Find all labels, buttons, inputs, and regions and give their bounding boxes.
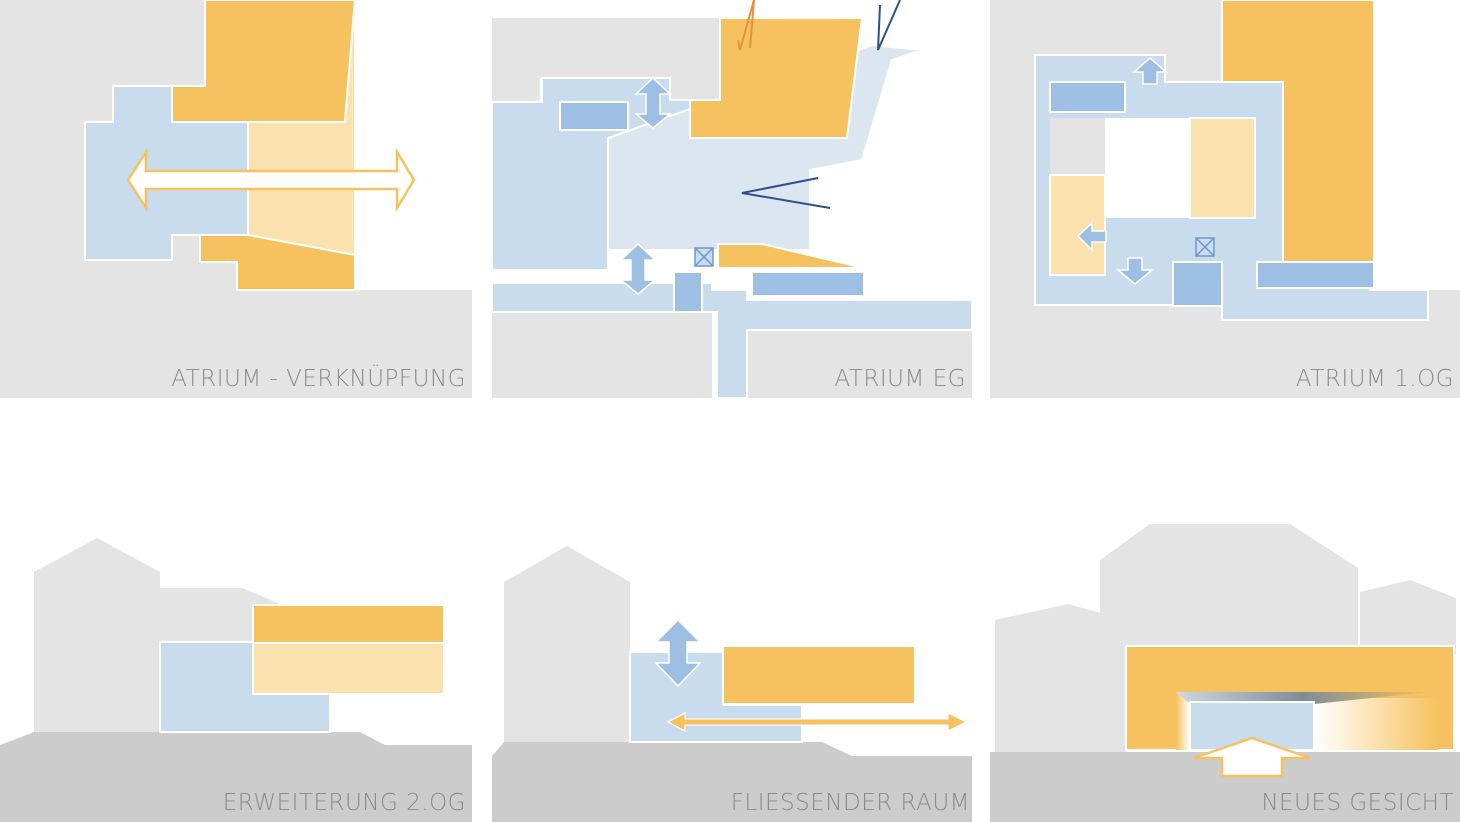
arrow-down-icon <box>1115 257 1155 285</box>
arrow-up-icon <box>1132 57 1168 85</box>
elevator-icon <box>694 247 714 267</box>
panel-label: ERWEITERUNG 2.OG <box>222 790 466 816</box>
panel-atrium-1og: ATRIUM 1.OG <box>990 0 1460 398</box>
panel-atrium-eg: ATRIUM EG <box>492 0 972 398</box>
panel-atrium-verknuepfung: ATRIUM - VERKNÜPFUNG <box>0 0 472 398</box>
elevator-icon <box>1195 237 1215 257</box>
diagram-atrium-1og <box>990 0 1460 398</box>
updown-arrow-icon <box>633 76 673 129</box>
view-cone-icon <box>877 0 901 51</box>
diagram-neues-gesicht <box>990 524 1460 822</box>
panel-neues-gesicht: NEUES GESICHT <box>990 520 1460 822</box>
view-cone-icon <box>741 177 831 209</box>
updown-arrow-icon <box>654 618 702 688</box>
panel-label: NEUES GESICHT <box>1261 790 1454 816</box>
diagram-atrium-eg <box>492 0 972 398</box>
diagram-erweiterung-2og <box>0 538 472 822</box>
arrow-left-icon <box>1076 221 1107 252</box>
panel-label: FLIESSENDER RAUM <box>730 790 970 816</box>
double-arrow-icon <box>126 147 416 213</box>
panel-label: ATRIUM 1.OG <box>1295 366 1454 392</box>
updown-arrow-icon <box>618 242 658 295</box>
panel-label: ATRIUM EG <box>834 366 966 392</box>
arrow-up-icon <box>1193 736 1311 778</box>
diagram-fliessender-raum <box>492 546 972 822</box>
diagram-atrium-verknuepfung <box>0 0 472 398</box>
panel-label: ATRIUM - VERKNÜPFUNG <box>171 366 466 392</box>
panel-erweiterung-2og: ERWEITERUNG 2.OG <box>0 520 472 822</box>
double-arrow-icon <box>666 712 968 732</box>
view-cone-icon <box>737 0 755 51</box>
panel-fliessender-raum: FLIESSENDER RAUM <box>492 520 972 822</box>
